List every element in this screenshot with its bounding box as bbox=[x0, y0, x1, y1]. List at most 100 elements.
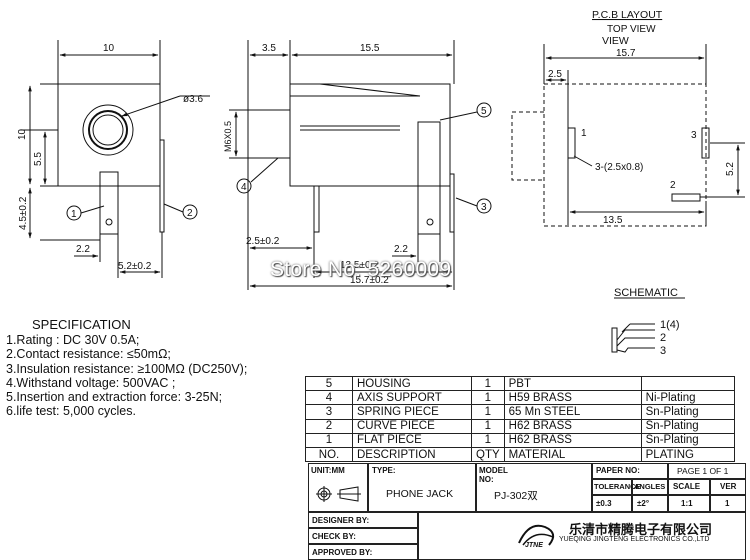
side-pin-3 bbox=[417, 121, 441, 235]
bill-of-materials: 5 HOUSING 1 PBT 4 AXIS SUPPORT 1 H59 BRA… bbox=[305, 375, 735, 463]
pcb-offset-label: 2.5 bbox=[548, 69, 562, 80]
pcb-pad-3 bbox=[701, 127, 710, 159]
pcb-span-label: 13.5 bbox=[603, 215, 623, 226]
bom-row: 1 FLAT PIECE 1 H62 BRASS Sn-Plating bbox=[305, 432, 735, 448]
ver-value-cell: 1 bbox=[710, 495, 746, 512]
bom-desc: HOUSING bbox=[352, 375, 472, 392]
check-cell: CHECK BY: bbox=[308, 528, 418, 544]
pcb-outline bbox=[543, 83, 707, 227]
paper-label: PAPER NO: bbox=[596, 466, 640, 475]
bom-no: 1 bbox=[305, 432, 353, 448]
schematic-jack bbox=[611, 327, 618, 353]
page-cell: PAGE 1 OF 1 bbox=[668, 463, 746, 479]
type-value: PHONE JACK bbox=[386, 488, 454, 500]
ver-cell: VER bbox=[710, 479, 746, 495]
callout-4 bbox=[236, 178, 252, 194]
bom-plating: Sn-Plating bbox=[640, 418, 735, 434]
pcb-layout-view bbox=[511, 44, 745, 227]
store-watermark: Store No: 5260009 bbox=[270, 258, 452, 281]
spec-line: 2.Contact resistance: ≤50mΩ; bbox=[6, 347, 171, 362]
angles-cell: ANGLES bbox=[632, 479, 668, 495]
schematic-title: SCHEMATIC bbox=[614, 287, 678, 299]
model-label: MODEL NO: bbox=[479, 466, 508, 484]
front-pin-1-hole bbox=[105, 218, 113, 226]
callout-5 bbox=[476, 102, 492, 118]
side-pin-front bbox=[313, 185, 320, 233]
scale-value-cell: 1:1 bbox=[668, 495, 710, 512]
bom-no: 3 bbox=[305, 404, 353, 420]
side-view bbox=[229, 40, 492, 290]
bom-qty: 1 bbox=[471, 404, 505, 420]
side-body-outline bbox=[289, 83, 451, 187]
bom-desc: SPRING PIECE bbox=[352, 404, 472, 420]
pcb-slot-label: 3-(2.5x0.8) bbox=[595, 162, 643, 173]
schematic-pin-1: 1(4) bbox=[660, 319, 680, 331]
unit-cell: UNIT:MM bbox=[308, 463, 368, 512]
callout-5-label: 5 bbox=[481, 106, 487, 117]
view-title: VIEW bbox=[602, 35, 629, 47]
bom-material: H62 BRASS bbox=[503, 418, 642, 434]
tolerance-value: ±0.3 bbox=[596, 499, 612, 508]
svg-text:JTNE: JTNE bbox=[525, 542, 543, 549]
bom-header-material: MATERIAL bbox=[503, 446, 642, 463]
callout-1-label: 1 bbox=[71, 209, 77, 220]
scale-label: SCALE bbox=[673, 482, 701, 491]
model-value: PJ-302双 bbox=[494, 490, 538, 502]
side-top-left-label: 3.5 bbox=[262, 43, 276, 54]
bom-qty: 1 bbox=[471, 432, 505, 448]
scale-value: 1:1 bbox=[681, 499, 693, 508]
bom-header-no: NO. bbox=[305, 446, 353, 463]
front-pin-gap-label: 2.2 bbox=[76, 244, 90, 255]
front-mid-label: 5.5 bbox=[33, 152, 44, 166]
schematic-symbol bbox=[611, 297, 685, 353]
bom-desc: CURVE PIECE bbox=[352, 418, 472, 434]
front-hole-inner bbox=[88, 110, 128, 150]
front-width-label: 10 bbox=[103, 43, 115, 54]
bom-plating bbox=[640, 375, 735, 392]
ver-label: VER bbox=[720, 482, 737, 491]
paper-cell: PAPER NO: bbox=[592, 463, 668, 479]
bom-desc: FLAT PIECE bbox=[352, 432, 472, 448]
approved-cell: APPROVED BY: bbox=[308, 544, 418, 560]
callout-3-label: 3 bbox=[481, 202, 487, 213]
company-name-en: YUEQING JINGTENG ELECTRONICS CO.,LTD bbox=[559, 536, 710, 543]
check-label: CHECK BY: bbox=[312, 532, 356, 541]
bom-material: 65 Mn STEEL bbox=[503, 404, 642, 420]
bom-material: H59 BRASS bbox=[503, 390, 642, 406]
front-pin-height-label: 4.5±0.2 bbox=[18, 196, 29, 230]
page-label: PAGE 1 OF 1 bbox=[677, 466, 729, 476]
tolerance-value-cell: ±0.3 bbox=[592, 495, 632, 512]
pcb-width-label: 15.7 bbox=[616, 48, 636, 59]
angles-label: ANGLES bbox=[634, 482, 666, 491]
tolerance-cell: TOLERANCE bbox=[592, 479, 641, 495]
front-view bbox=[20, 40, 210, 278]
bom-no: 5 bbox=[305, 375, 353, 392]
bom-qty: 1 bbox=[471, 390, 505, 406]
projection-symbol-icon bbox=[316, 486, 361, 502]
front-pin-span-label: 5.2±0.2 bbox=[118, 261, 152, 272]
front-hole-outer bbox=[82, 104, 134, 156]
side-bottom-mid-label: 13.5±0.2 bbox=[340, 260, 379, 271]
bom-plating: Sn-Plating bbox=[640, 404, 735, 420]
bom-header-row: NO. DESCRIPTION QTY MATERIAL PLATING bbox=[305, 446, 735, 463]
bom-row: 3 SPRING PIECE 1 65 Mn STEEL Sn-Plating bbox=[305, 404, 735, 420]
spec-line: 3.Insulation resistance: ≥100MΩ (DC250V)… bbox=[6, 361, 248, 376]
specification-block: SPECIFICATION 1.Rating : DC 30V 0.5A; 2.… bbox=[6, 317, 306, 418]
bom-desc: AXIS SUPPORT bbox=[352, 390, 472, 406]
side-pin-4 bbox=[449, 173, 455, 233]
schematic-pin-3: 3 bbox=[660, 345, 666, 357]
designer-label: DESIGNER BY: bbox=[312, 516, 370, 525]
front-hole-core bbox=[92, 114, 124, 146]
pcb-pad-2 bbox=[671, 193, 701, 202]
spec-line: 1.Rating : DC 30V 0.5A; bbox=[6, 333, 140, 348]
title-block: UNIT:MM TYPE: PHONE JACK MODEL NO: PJ-30… bbox=[308, 463, 746, 560]
front-body-outline bbox=[57, 83, 161, 187]
top-view-title: TOP VIEW bbox=[607, 24, 656, 35]
side-pin-gap-label: 2.2 bbox=[394, 244, 408, 255]
company-logo-icon: JTNE bbox=[518, 524, 555, 549]
front-pin-2 bbox=[159, 139, 165, 233]
callout-4-label: 4 bbox=[241, 182, 247, 193]
side-bottom-total-label: 15.7±0.2 bbox=[350, 275, 389, 286]
front-pin-1 bbox=[99, 171, 119, 235]
